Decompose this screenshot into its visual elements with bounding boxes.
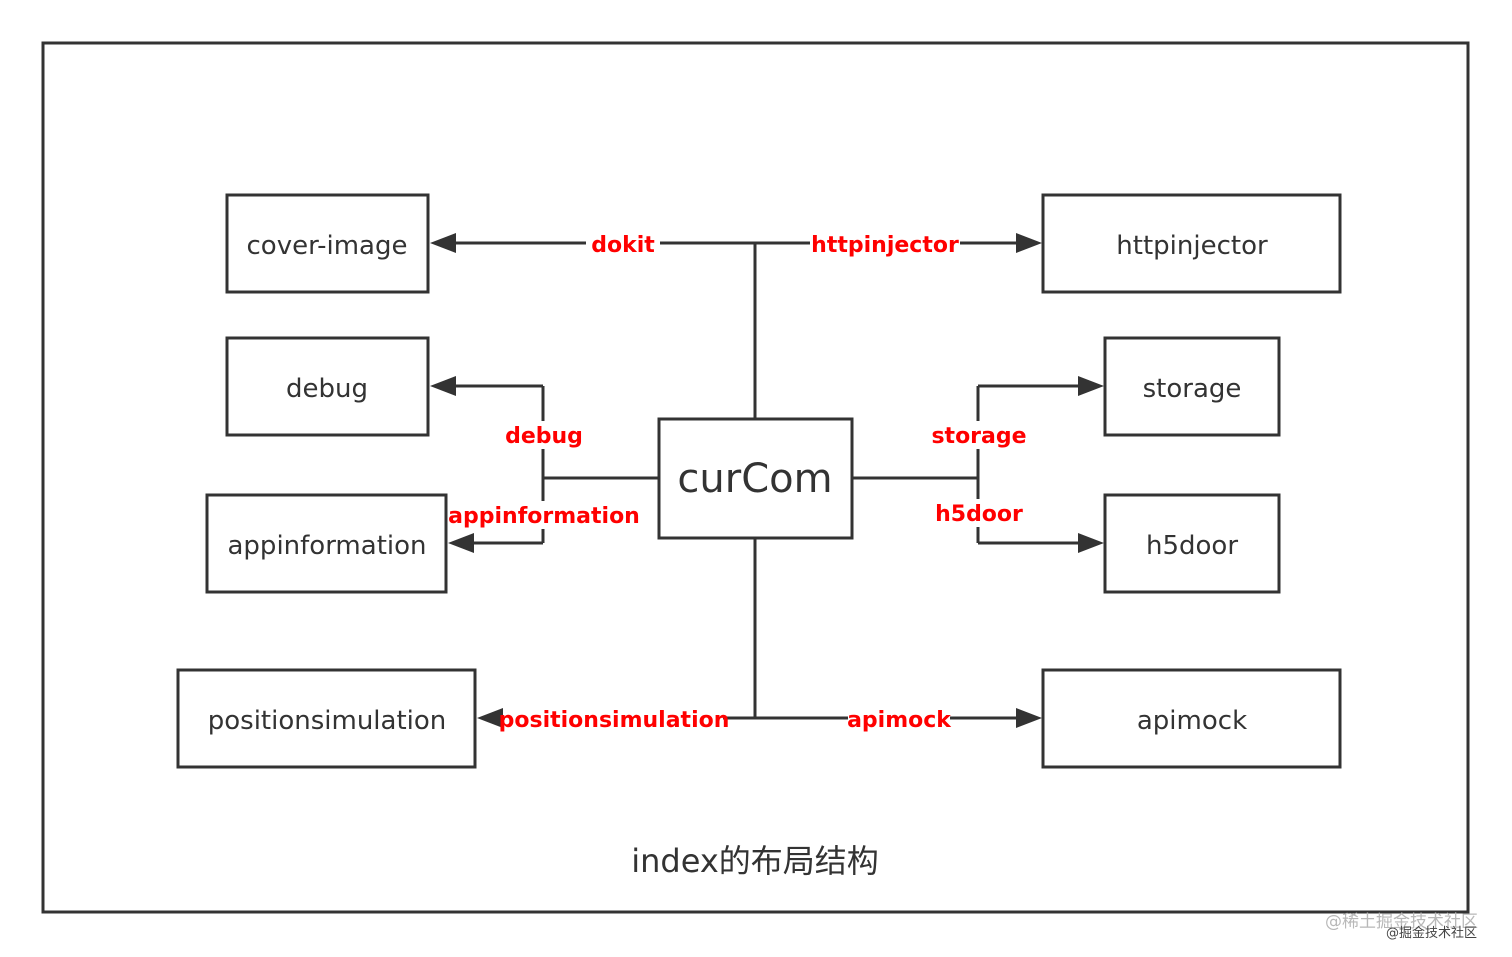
edge-label-dokit: dokit: [591, 233, 655, 258]
arrowheads: [430, 233, 1104, 728]
edge-label-storage: storage: [931, 424, 1026, 449]
node-debug: debug: [225, 336, 430, 437]
edge-label-apimock: apimock: [847, 708, 952, 733]
node-positionsimulation: positionsimulation: [176, 668, 477, 769]
node-storage: storage: [1103, 336, 1281, 437]
node-label-positionsimulation: positionsimulation: [208, 706, 447, 736]
node-label-apimock: apimock: [1137, 706, 1247, 736]
arrow-to-debug: [430, 376, 456, 396]
edge-label-h5door: h5door: [935, 502, 1023, 527]
node-label-cover-image: cover-image: [247, 231, 408, 261]
node-cover-image: cover-image: [225, 193, 430, 294]
watermark-text: @稀土掘金技术社区: [1325, 912, 1478, 932]
edge-label-httpinjector: httpinjector: [811, 233, 959, 258]
arrow-to-positionsimulation: [477, 708, 503, 728]
edge-labels: dokit httpinjector debug appinformation …: [448, 229, 1027, 733]
watermark-subtext: @掘金技术社区: [1386, 925, 1477, 941]
node-label-debug: debug: [286, 374, 368, 404]
node-label-appinformation: appinformation: [228, 531, 427, 561]
edge-label-appinformation: appinformation: [448, 504, 640, 529]
node-label-storage: storage: [1143, 374, 1242, 404]
arrow-to-cover-image: [430, 233, 456, 253]
edge-label-positionsimulation: positionsimulation: [499, 708, 730, 733]
node-apimock: apimock: [1041, 668, 1342, 769]
node-label-httpinjector: httpinjector: [1116, 231, 1268, 261]
diagram-caption: index的布局结构: [631, 842, 879, 880]
edge-label-debug: debug: [505, 424, 583, 449]
arrow-to-httpinjector: [1016, 233, 1042, 253]
node-label-h5door: h5door: [1146, 531, 1238, 561]
node-h5door: h5door: [1103, 493, 1281, 594]
node-appinformation: appinformation: [205, 493, 448, 594]
arrow-to-storage: [1078, 376, 1104, 396]
node-httpinjector: httpinjector: [1041, 193, 1342, 294]
node-curcom: curCom: [657, 417, 854, 540]
arrow-to-h5door: [1078, 533, 1104, 553]
arrow-to-appinformation: [448, 533, 474, 553]
arrow-to-apimock: [1016, 708, 1042, 728]
node-label-curcom: curCom: [677, 456, 832, 502]
